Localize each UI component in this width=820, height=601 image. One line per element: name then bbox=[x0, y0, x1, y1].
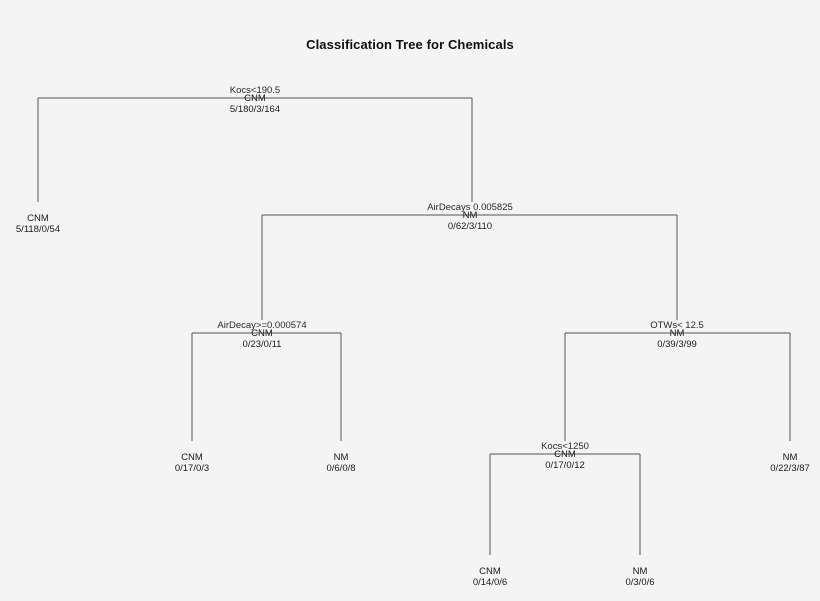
class-counts-label: 0/3/0/6 bbox=[625, 577, 655, 588]
class-counts-label: 5/118/0/54 bbox=[15, 224, 61, 235]
class-counts-label: 0/6/0/8 bbox=[326, 463, 356, 474]
class-counts-label: 0/39/3/99 bbox=[657, 339, 697, 350]
node-spacer bbox=[175, 441, 209, 452]
split-condition-label: Kocs<1250 bbox=[541, 441, 589, 452]
chart-title: Classification Tree for Chemicals bbox=[306, 37, 514, 52]
node-spacer bbox=[625, 555, 654, 566]
class-counts-label: 0/23/0/11 bbox=[242, 339, 282, 350]
node-spacer bbox=[16, 202, 60, 213]
predicted-class-label: CNM bbox=[251, 328, 273, 339]
predicted-class-label: CNM bbox=[244, 93, 266, 104]
node-spacer bbox=[770, 441, 810, 452]
predicted-class-label: NM bbox=[632, 566, 648, 577]
predicted-class-label: NM bbox=[333, 452, 349, 463]
split-condition-label: Kocs<190.5 bbox=[229, 85, 281, 96]
node-spacer bbox=[326, 441, 355, 452]
predicted-class-label: CNM bbox=[181, 452, 203, 463]
class-counts-label: 0/17/0/12 bbox=[545, 460, 585, 471]
class-counts-label: 0/14/0/6 bbox=[472, 577, 508, 588]
class-counts-label: 5/180/3/164 bbox=[229, 104, 281, 115]
predicted-class-label: CNM bbox=[479, 566, 501, 577]
class-counts-label: 0/17/0/3 bbox=[174, 463, 210, 474]
split-condition-label: AirDecays 0.005825 bbox=[427, 202, 513, 213]
class-counts-label: 0/62/3/110 bbox=[447, 221, 493, 232]
predicted-class-label: CNM bbox=[554, 449, 576, 460]
split-condition-label: OTWs< 12.5 bbox=[650, 320, 704, 331]
node-spacer bbox=[473, 555, 507, 566]
class-counts-label: 0/22/3/87 bbox=[770, 463, 810, 474]
predicted-class-label: CNM bbox=[27, 213, 49, 224]
predicted-class-label: NM bbox=[669, 328, 685, 339]
split-condition-label: AirDecay>=0.000574 bbox=[217, 320, 307, 331]
predicted-class-label: NM bbox=[462, 210, 478, 221]
predicted-class-label: NM bbox=[782, 452, 798, 463]
